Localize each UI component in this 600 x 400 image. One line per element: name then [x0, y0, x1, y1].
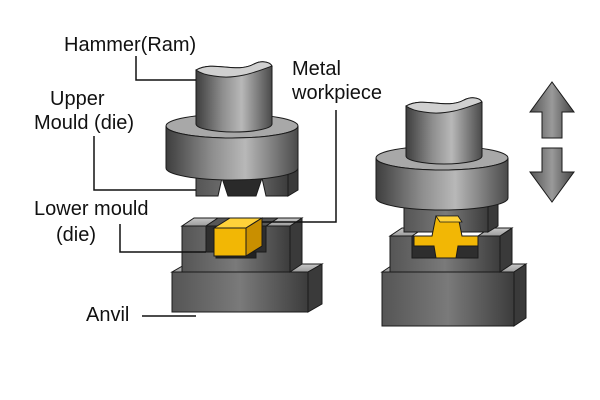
leader-lower	[119, 224, 206, 253]
label-upper-line2: Mould (die)	[34, 112, 135, 134]
leader-metal	[262, 110, 337, 223]
hammer-ram-right	[405, 97, 483, 165]
hammer-ram-left	[195, 61, 273, 133]
anvil-right	[380, 263, 528, 327]
label-lower-line1: Lower mould	[34, 198, 149, 220]
metal-workpiece-right	[413, 215, 479, 259]
label-anvil: Anvil	[86, 304, 130, 326]
leader-upper	[93, 136, 196, 191]
leader-lines	[93, 56, 337, 317]
metal-workpiece-left	[212, 217, 264, 257]
label-metal-line1: Metal	[292, 58, 341, 80]
leader-hammer	[135, 56, 196, 81]
label-hammer: Hammer(Ram)	[64, 34, 197, 56]
label-lower-line2: (die)	[56, 224, 97, 246]
up-down-arrows-icon	[529, 81, 575, 203]
label-metal-line2: workpiece	[292, 82, 383, 104]
label-upper-line1: Upper	[50, 88, 105, 110]
